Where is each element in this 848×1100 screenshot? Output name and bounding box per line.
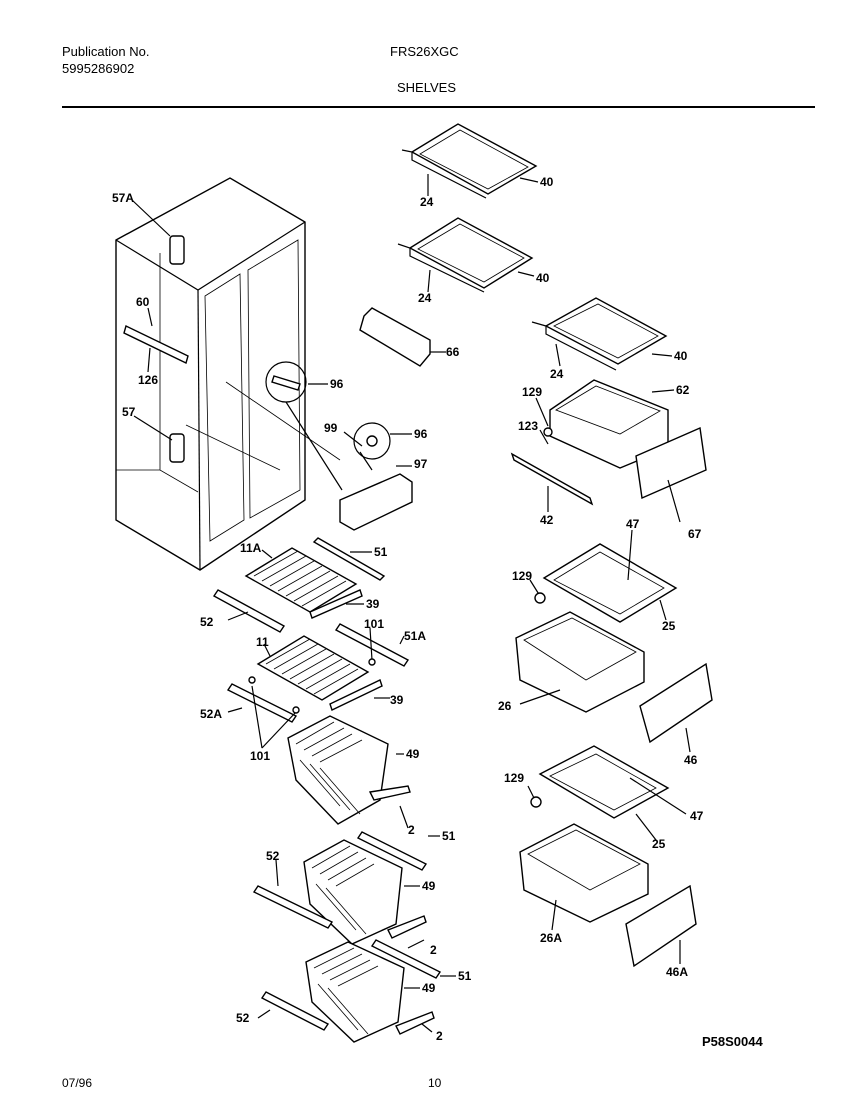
label-40b: 40: [536, 271, 550, 285]
label-51: 51: [374, 545, 388, 559]
diagram-code: P58S0044: [702, 1034, 763, 1049]
model-number: FRS26XGC: [390, 44, 459, 59]
wire-basket-middle: [252, 831, 428, 945]
label-24c: 24: [550, 367, 564, 381]
label-11a: 11A: [240, 541, 262, 555]
leader-lines: [131, 174, 691, 1033]
cover-67-drawing: [635, 426, 707, 500]
label-47b: 47: [690, 809, 704, 823]
label-49b: 49: [422, 879, 436, 893]
label-99: 99: [324, 421, 338, 435]
label-39b: 39: [390, 693, 404, 707]
shelf-support-57-icon: [169, 433, 185, 463]
label-51c: 51: [458, 969, 472, 983]
label-52a: 52A: [200, 707, 222, 721]
rail-42-drawing: [510, 452, 594, 506]
label-47: 47: [626, 517, 640, 531]
label-42: 42: [540, 513, 554, 527]
publication-number: 5995286902: [62, 61, 135, 76]
cover-46-drawing: [639, 662, 713, 744]
label-126: 126: [138, 373, 158, 387]
cover-97-drawing: [339, 473, 413, 531]
screw-101c-icon: [292, 706, 300, 714]
label-46a: 46A: [666, 965, 688, 979]
glass-shelf-top: [401, 123, 538, 199]
wire-shelf-11: [226, 623, 410, 723]
label-11: 11: [256, 635, 269, 649]
footer-page-number: 10: [428, 1076, 442, 1090]
cabinet-drawing: [115, 177, 341, 571]
label-129c: 129: [504, 771, 524, 785]
label-40c: 40: [674, 349, 688, 363]
wire-basket-lower: [260, 939, 442, 1043]
label-39: 39: [366, 597, 380, 611]
label-97: 97: [414, 457, 428, 471]
detail-circle-96b: [353, 422, 391, 460]
glass-shelf-middle: [397, 217, 534, 293]
label-2: 2: [408, 823, 415, 837]
label-24b: 24: [418, 291, 432, 305]
label-52: 52: [200, 615, 214, 629]
rail-126-drawing: [123, 325, 189, 364]
label-101b: 101: [250, 749, 270, 763]
label-60: 60: [136, 295, 150, 309]
label-2b: 2: [430, 943, 437, 957]
label-49c: 49: [422, 981, 436, 995]
label-101: 101: [364, 617, 384, 631]
cover-46a-drawing: [625, 884, 697, 968]
screw-101b-icon: [248, 676, 256, 684]
label-26: 26: [498, 699, 512, 713]
screw-101-icon: [368, 658, 376, 666]
trim-66-drawing: [359, 307, 431, 367]
crisper-frame-upper: [542, 543, 678, 623]
label-62: 62: [676, 383, 690, 397]
label-46: 46: [684, 753, 698, 767]
label-2c: 2: [436, 1029, 443, 1043]
label-123: 123: [518, 419, 538, 433]
crisper-pan-26a-drawing: [519, 823, 649, 923]
footer-date: 07/96: [62, 1076, 93, 1090]
label-129: 129: [522, 385, 542, 399]
wire-shelf-11a: [212, 537, 386, 633]
screw-129b-icon: [534, 592, 546, 604]
label-51b: 51: [442, 829, 456, 843]
crisper-pan-26-drawing: [515, 611, 645, 713]
label-129b: 129: [512, 569, 532, 583]
screw-129c-icon: [530, 796, 542, 808]
label-40: 40: [540, 175, 554, 189]
label-67: 67: [688, 527, 702, 541]
screw-129-icon: [543, 427, 553, 437]
wire-basket-upper: [287, 715, 411, 825]
label-57a: 57A: [112, 191, 134, 205]
label-24: 24: [420, 195, 434, 209]
shelf-support-57a-icon: [169, 235, 185, 265]
label-96b: 96: [414, 427, 428, 441]
label-57: 57: [122, 405, 136, 419]
crisper-frame-lower: [538, 745, 670, 819]
label-52b: 52: [266, 849, 280, 863]
label-26a: 26A: [540, 931, 562, 945]
label-96: 96: [330, 377, 344, 391]
label-66: 66: [446, 345, 460, 359]
glass-shelf-lower: [531, 297, 668, 371]
label-51a: 51A: [404, 629, 426, 643]
section-title: SHELVES: [397, 80, 457, 95]
label-49: 49: [406, 747, 420, 761]
label-52c: 52: [236, 1011, 250, 1025]
publication-label: Publication No.: [62, 44, 150, 59]
header-rule: [62, 106, 815, 108]
label-25b: 25: [652, 837, 666, 851]
label-25: 25: [662, 619, 676, 633]
